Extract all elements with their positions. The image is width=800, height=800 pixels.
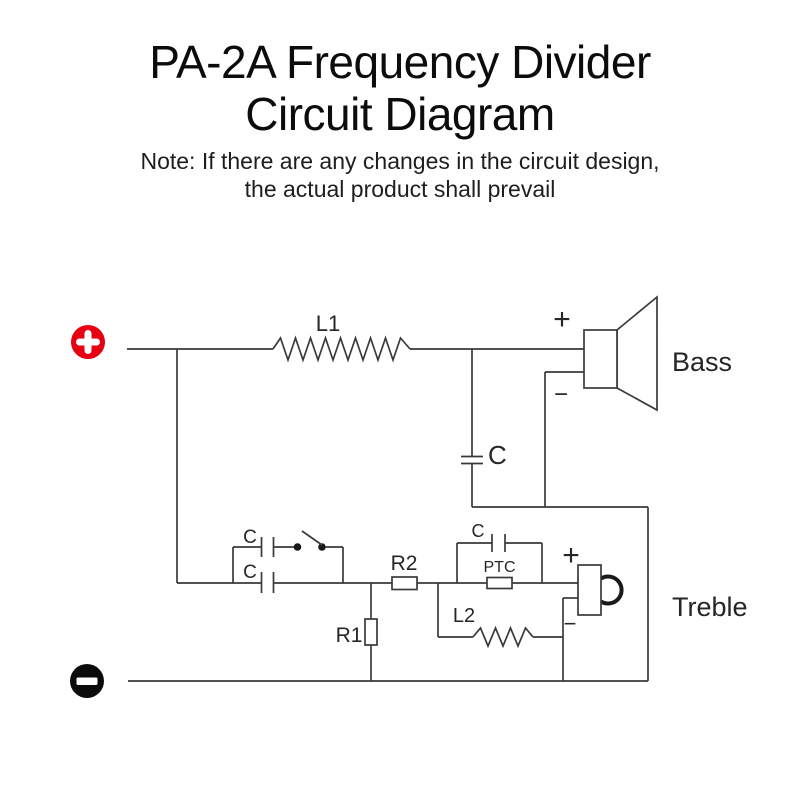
bass-plus-label: + [553, 303, 571, 336]
positive-terminal-icon [71, 325, 105, 359]
switch-contact-left [293, 543, 302, 551]
bass-minus-label: − [554, 381, 568, 408]
switch-cap-top-label: C [243, 527, 257, 548]
l1-label: L1 [316, 311, 340, 336]
title-line-2: Circuit Diagram [245, 88, 555, 140]
treble-label: Treble [672, 592, 748, 622]
bass-label: Bass [672, 347, 732, 377]
title-line-1: PA-2A Frequency Divider [149, 36, 651, 88]
treble-speaker-dome [599, 574, 624, 606]
treble-minus-label: − [564, 611, 577, 636]
switch-contact-right [318, 543, 326, 551]
r1-resistor [364, 618, 378, 646]
page-title: PA-2A Frequency Divider Circuit Diagram [0, 36, 800, 140]
r1-label: R1 [336, 624, 363, 647]
r2-label: R2 [391, 552, 418, 575]
l2-inductor [472, 625, 534, 649]
negative-terminal-icon [70, 664, 104, 698]
note-line-1: Note: If there are any changes in the ci… [140, 148, 660, 174]
ptc-component [486, 576, 513, 590]
tweeter-cap-label: C [472, 521, 485, 541]
bass-speaker-body [583, 329, 618, 389]
treble-speaker-body [577, 564, 602, 616]
switch-lever [301, 530, 323, 546]
r2-resistor [391, 576, 418, 591]
bass-speaker-horn [616, 295, 658, 412]
l2-label: L2 [453, 605, 475, 627]
note-line-2: the actual product shall prevail [244, 176, 556, 202]
main-capacitor-label: C [488, 440, 507, 470]
disclaimer-note: Note: If there are any changes in the ci… [0, 147, 800, 203]
switch-cap-bottom-label: C [243, 562, 257, 583]
ptc-label: PTC [484, 559, 516, 576]
treble-plus-label: + [562, 539, 580, 572]
l1-inductor [272, 335, 411, 363]
